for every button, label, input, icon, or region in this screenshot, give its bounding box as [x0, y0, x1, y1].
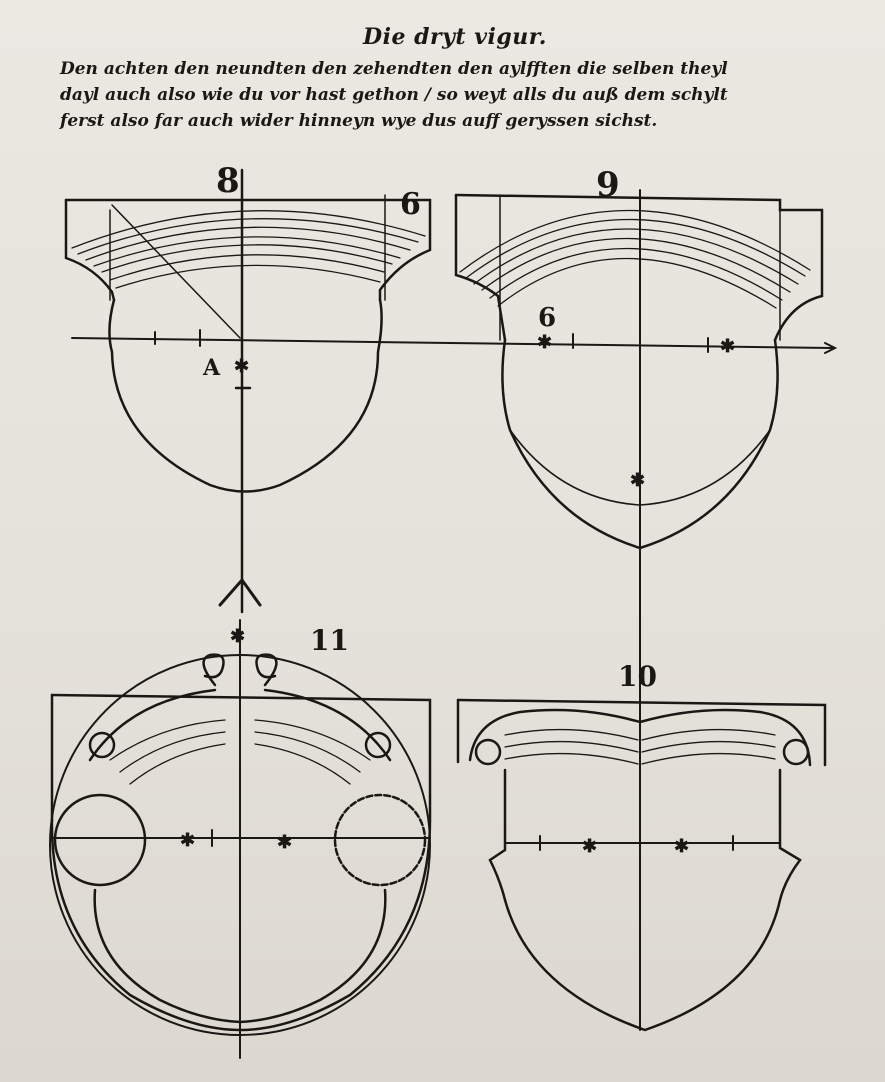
fig11-leaf-right [263, 688, 392, 762]
fig10-axis-ticks [539, 835, 734, 851]
axis-arrow-right [824, 342, 838, 354]
fig8-arrowhead [218, 577, 262, 607]
fig10-number: 10 [618, 660, 657, 693]
page-header: Die dryt vigur. Den achten den neundten … [60, 24, 850, 134]
fig10-boss-left [474, 738, 502, 766]
fig8-hatching [71, 210, 426, 289]
fig10-boss-right [782, 738, 810, 766]
fig8-slab-left [64, 198, 116, 302]
page-title: Die dryt vigur. [363, 24, 547, 50]
fig9-number: 9 [596, 165, 620, 205]
text-line-3: ferst also far auch wider hinneyn wye du… [60, 111, 658, 131]
fig8-star: ✱ [234, 356, 249, 377]
fig11-star-right: ✱ [277, 832, 292, 853]
fig9-star-left: ✱ [537, 332, 552, 353]
fig11-number: 11 [310, 624, 349, 657]
body-text: Den achten den neundten den zehendten de… [60, 56, 850, 134]
fig8-number: 8 [216, 161, 240, 201]
fig9-slab-left [454, 193, 507, 342]
text-line-1: Den achten den neundten den zehendten de… [60, 59, 728, 79]
fig9-star-center: ✱ [630, 470, 645, 491]
fig11-hatching [109, 719, 371, 785]
fig10-star-right: ✱ [674, 836, 689, 857]
fig10-leaf-right [638, 708, 812, 767]
figure-11: 11 ✱ ✱ [49, 619, 432, 1059]
fig11-boss-right [364, 731, 392, 759]
figure-8: 8 6 A ✱ ✱ [64, 161, 432, 647]
fig11-boss-left [88, 731, 116, 759]
fig10-star-left: ✱ [582, 836, 597, 857]
fig11-leaf-left [88, 688, 217, 762]
fig8-mark-a: A [202, 355, 221, 381]
fig11-star-left: ✱ [180, 830, 195, 851]
fig9-mark-6: 6 [538, 303, 556, 333]
figure-10: 10 ✱ ✱ [456, 660, 827, 1032]
fig8-diagonal [111, 204, 241, 339]
fig8-star-lower: ✱ [230, 626, 245, 647]
fig11-side-circle-right [333, 793, 427, 887]
fig11-volute-right [255, 653, 278, 687]
fig11-side-circle-left [53, 793, 147, 887]
fig8-bowl [108, 298, 383, 493]
fig10-slab-top [456, 698, 827, 767]
fig10-hatching [504, 728, 776, 765]
fig10-shield [488, 768, 802, 1032]
fig9-star-right: ✱ [720, 336, 735, 357]
fig10-leaf-left [468, 708, 642, 762]
fig8-slab-right [64, 198, 432, 302]
text-line-2: dayl auch also wie du vor hast gethon / … [60, 85, 728, 105]
fig8-mark-6: 6 [400, 187, 421, 222]
top-axis-ticks [154, 329, 709, 353]
fig11-volute-left [202, 653, 225, 687]
top-horizontal-axis [71, 337, 833, 349]
fig9-hatching [459, 209, 811, 309]
figure-9: 9 6 ✱ ✱ ✱ [454, 165, 824, 701]
